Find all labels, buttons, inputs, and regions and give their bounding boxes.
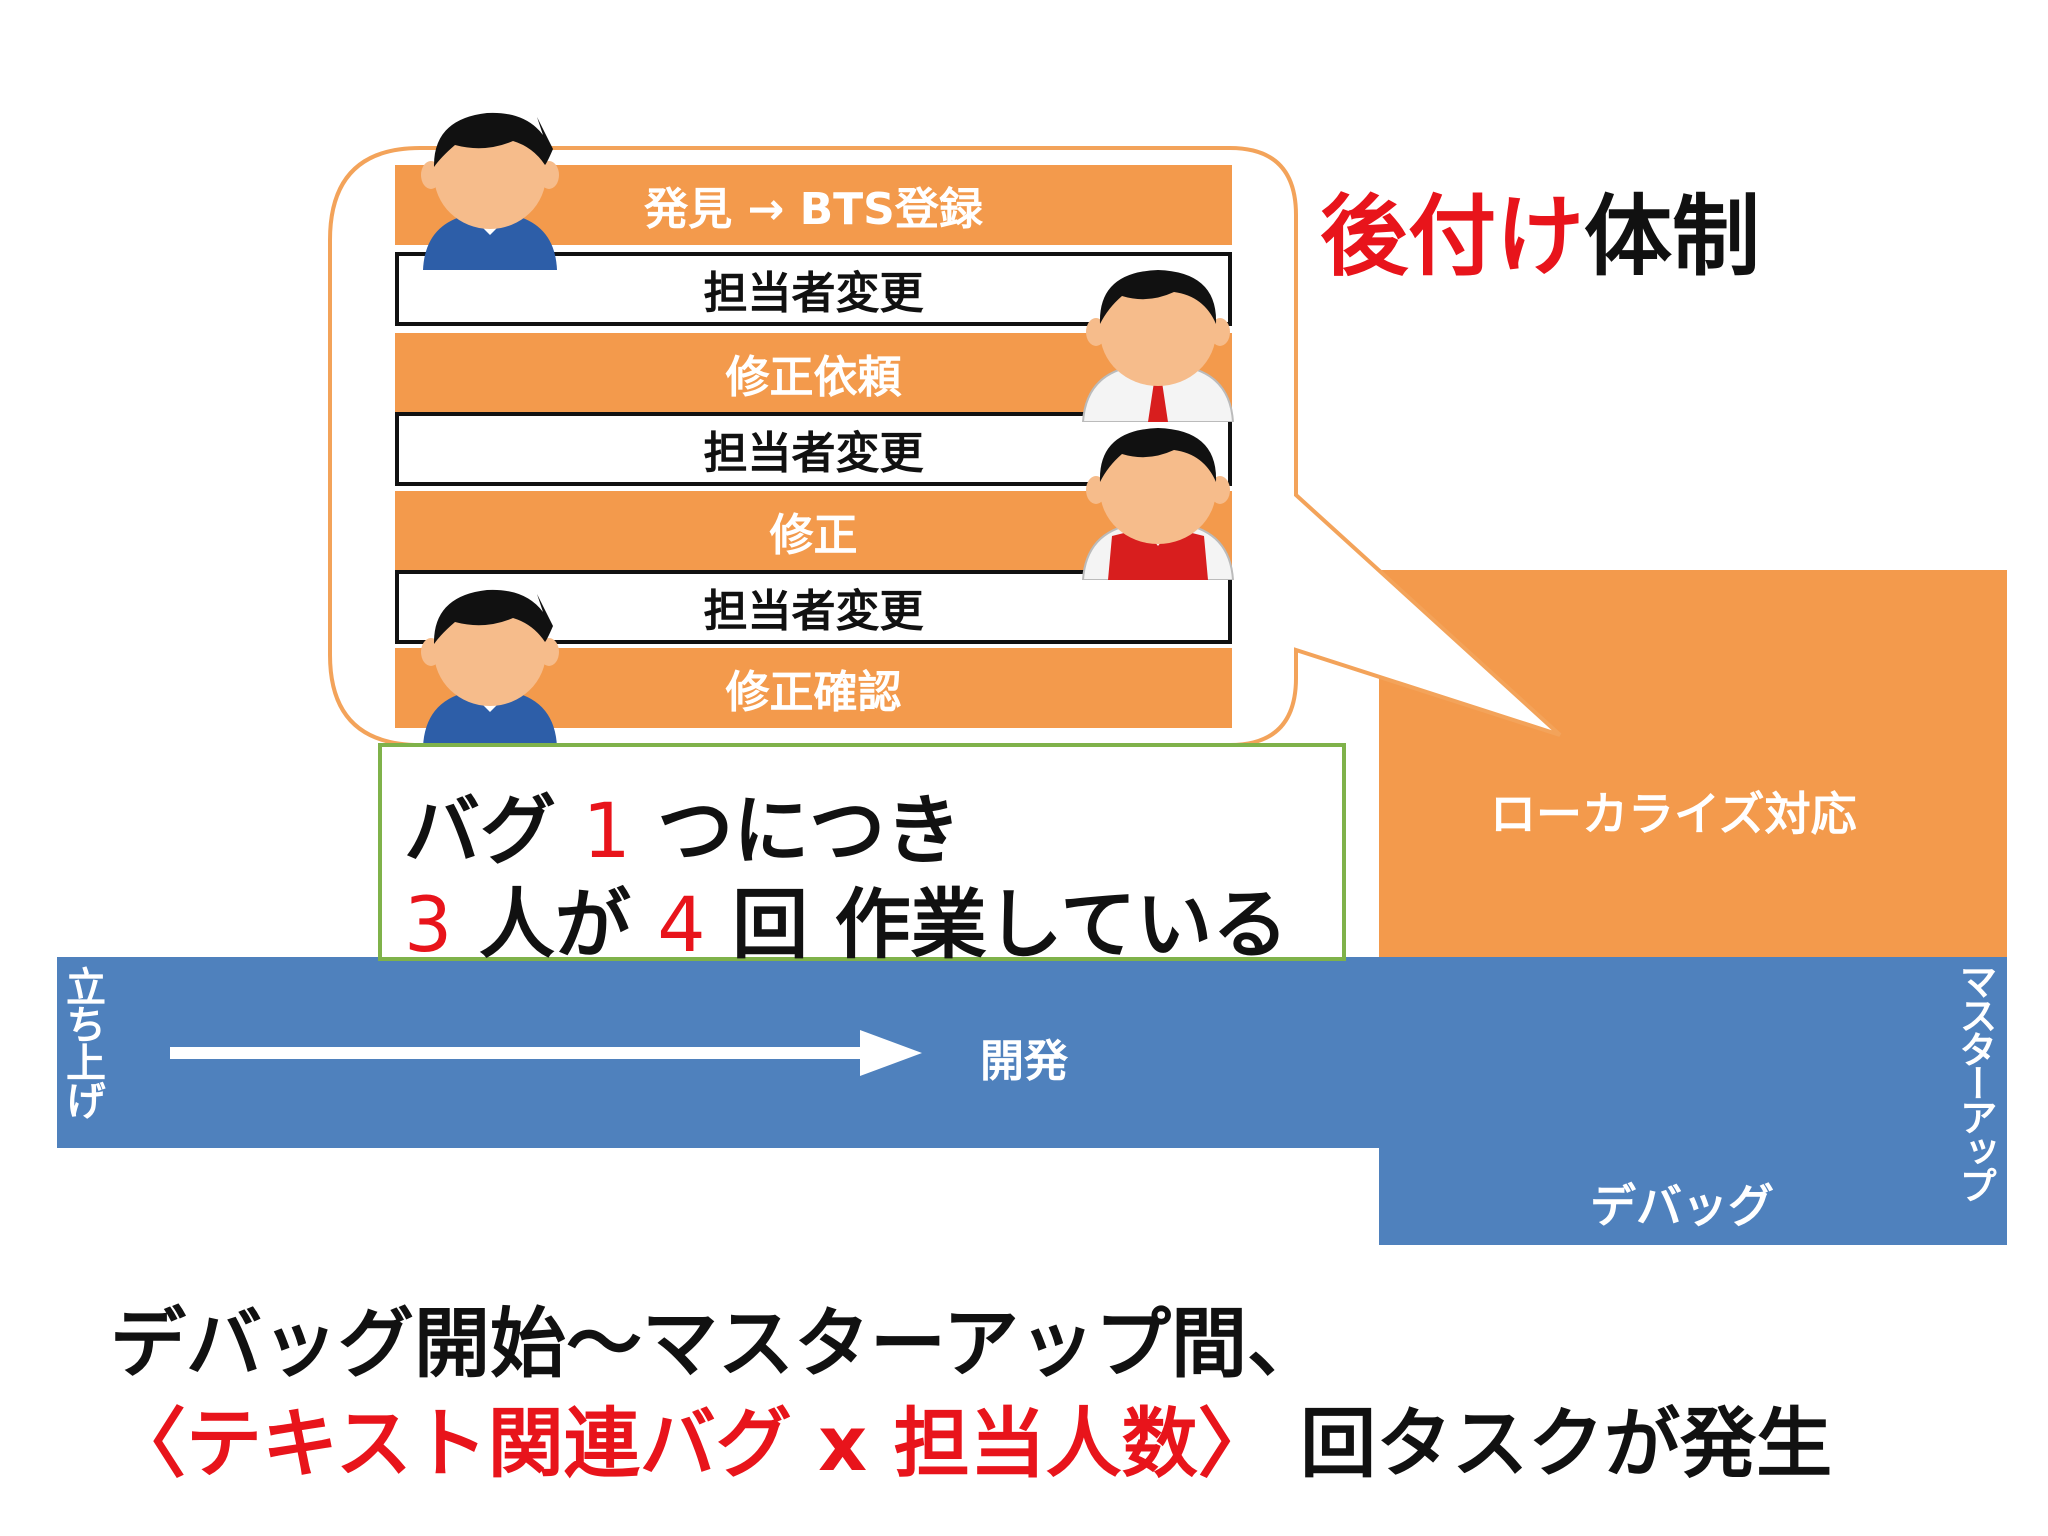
note-text: つにつき — [657, 786, 962, 875]
note-number: 4 — [657, 880, 706, 969]
person-red-tie-icon — [1081, 270, 1235, 422]
development-label: 開発 — [980, 1036, 1068, 1087]
summary-formula: 〈テキスト関連バグ x 担当人数〉 — [110, 1399, 1274, 1488]
page-title: 後付け体制 — [1320, 166, 1760, 293]
person-blue-shirt-icon — [421, 112, 559, 270]
note-number: 3 — [404, 880, 453, 969]
note-number: 1 — [582, 786, 631, 875]
development-arrow-icon — [170, 1030, 922, 1076]
debug-band — [1379, 1100, 2007, 1245]
task-assignee-change-2: 担当者変更 — [395, 412, 1232, 486]
note-line-1: バグ 1 つにつき — [404, 769, 961, 879]
localize-band — [1379, 570, 2007, 957]
startup-label: 立ち上げ — [59, 966, 105, 1118]
summary-line-1: デバッグ開始〜マスターアップ間、 — [110, 1299, 1323, 1388]
title-red-part: 後付け — [1320, 185, 1585, 288]
note-box: バグ 1 つにつき 3 人が 4 回 作業している — [378, 743, 1346, 969]
note-text: 回 作業している — [732, 880, 1289, 969]
note-text: バグ — [404, 786, 556, 875]
localize-label: ローカライズ対応 — [1490, 787, 1857, 841]
note-text: 人が — [478, 880, 631, 969]
person-red-vest-icon — [1081, 428, 1235, 580]
summary-result: 回タスクが発生 — [1300, 1399, 1833, 1488]
debug-label: デバッグ — [1590, 1179, 1774, 1233]
person-blue-shirt-icon — [421, 589, 559, 747]
summary-line-2: 〈テキスト関連バグ x 担当人数〉 回タスクが発生 — [110, 1382, 1832, 1492]
note-line-2: 3 人が 4 回 作業している — [404, 863, 1288, 973]
masterup-label: マスターアップ — [1953, 962, 1997, 1200]
title-black-part: 体制 — [1584, 185, 1761, 288]
